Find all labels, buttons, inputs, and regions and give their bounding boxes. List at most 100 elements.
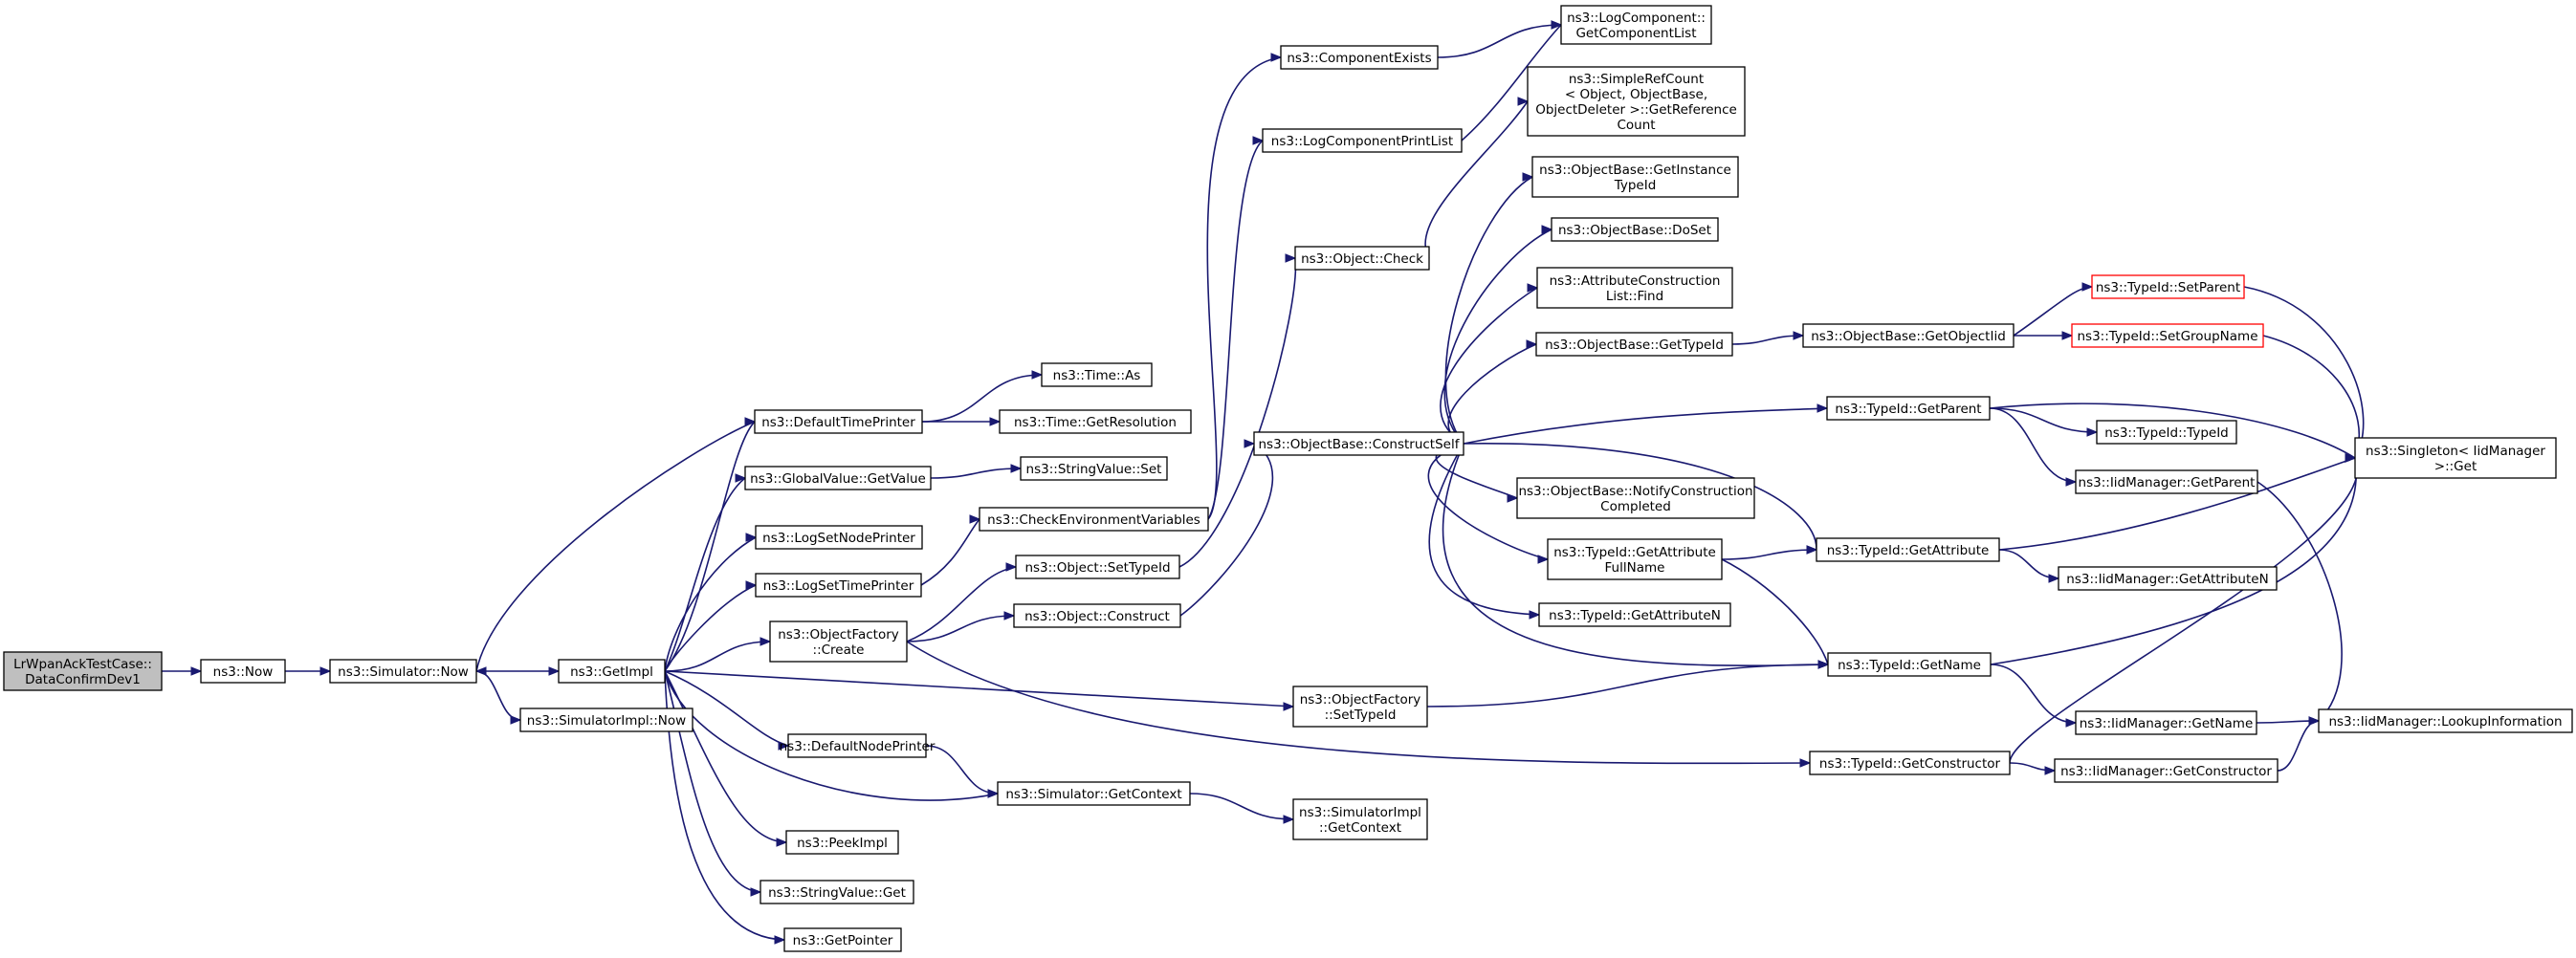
node-iidmanager-getconstructor[interactable]: ns3::IidManager::GetConstructor bbox=[2054, 758, 2279, 783]
node-box bbox=[1015, 555, 1180, 579]
edge-sim_now-to-simimpl_now bbox=[475, 670, 522, 725]
node-globalvalue-getvalue[interactable]: ns3::GlobalValue::GetValue bbox=[744, 466, 932, 490]
edge-typeid_getparent-to-typeid_typeid bbox=[1989, 407, 2099, 437]
edge-typeid_getparent-to-iidmanager_getparent bbox=[1989, 407, 2078, 487]
edge-typeid_getconstructor-to-iidmanager_getconstructor bbox=[2009, 762, 2057, 775]
node-log-set-time-printer[interactable]: ns3::LogSetTimePrinter bbox=[755, 573, 922, 598]
node-object-check[interactable]: ns3::Object::Check bbox=[1294, 246, 1430, 271]
node-label: ns3::Time::As bbox=[1053, 368, 1141, 383]
node-now[interactable]: ns3::Now bbox=[200, 659, 286, 684]
node-def-node-printer[interactable]: ns3::DefaultNodePrinter bbox=[780, 733, 936, 758]
node-label: ns3::ObjectBase::GetTypeId bbox=[1545, 337, 1724, 353]
node-label: ns3::TypeId::GetAttributeN bbox=[1549, 608, 1721, 623]
node-box bbox=[1013, 603, 1181, 628]
node-box bbox=[2096, 420, 2237, 445]
node-logcomp-getlist[interactable]: ns3::LogComponent::GetComponentList bbox=[1560, 5, 1712, 45]
node-log-set-node-printer[interactable]: ns3::LogSetNodePrinter bbox=[755, 525, 923, 550]
node-sim-getcontext[interactable]: ns3::Simulator::GetContext bbox=[997, 781, 1191, 806]
node-simplerefcount[interactable]: ns3::SimpleRefCount< Object, ObjectBase,… bbox=[1527, 66, 1746, 137]
node-simimpl-now[interactable]: ns3::SimulatorImpl::Now bbox=[519, 708, 694, 732]
edge-objectbase_getobjectiid-to-typeid_setparent bbox=[2013, 282, 2094, 337]
node-object-settypeid[interactable]: ns3::Object::SetTypeId bbox=[1015, 555, 1180, 579]
node-root[interactable]: LrWpanAckTestCase::DataConfirmDev1 bbox=[3, 651, 163, 691]
node-typeid-getattrn[interactable]: ns3::TypeId::GetAttributeN bbox=[1538, 602, 1731, 627]
node-box bbox=[2354, 437, 2557, 479]
node-label: ns3::Object::Construct bbox=[1024, 609, 1170, 624]
node-objectbase-doset[interactable]: ns3::ObjectBase::DoSet bbox=[1551, 217, 1719, 242]
node-objectfactory-create[interactable]: ns3::ObjectFactory::Create bbox=[769, 621, 908, 663]
edge-objectbase_getobjectiid-to-typeid_setgroupname bbox=[2013, 331, 2074, 340]
node-objectbase-notify[interactable]: ns3::ObjectBase::NotifyConstructionCompl… bbox=[1516, 477, 1755, 519]
node-label: ns3::ObjectBase::GetObjectIid bbox=[1811, 329, 2006, 344]
node-iidmanager-getname[interactable]: ns3::IidManager::GetName bbox=[2075, 710, 2257, 735]
node-getpointer[interactable]: ns3::GetPointer bbox=[783, 927, 902, 952]
node-box bbox=[1253, 431, 1464, 456]
node-iidmanager-getparent[interactable]: ns3::IidManager::GetParent bbox=[2075, 469, 2258, 494]
node-stringvalue-set[interactable]: ns3::StringValue::Set bbox=[1020, 456, 1168, 481]
node-time-getres[interactable]: ns3::Time::GetResolution bbox=[999, 409, 1192, 434]
node-component-exists[interactable]: ns3::ComponentExists bbox=[1280, 45, 1439, 70]
node-box bbox=[1560, 5, 1712, 45]
node-objectfactory-settypeid[interactable]: ns3::ObjectFactory::SetTypeId bbox=[1292, 686, 1428, 728]
node-typeid-getattribute[interactable]: ns3::TypeId::GetAttribute bbox=[1816, 537, 2000, 562]
node-typeid-setgroupname[interactable]: ns3::TypeId::SetGroupName bbox=[2071, 323, 2264, 348]
edge-typeid_getattribute-to-singleton_get bbox=[1998, 453, 2357, 551]
node-label: GetComponentList bbox=[1575, 26, 1696, 41]
edge-objectbase_constructself-to-objectbase_doset bbox=[1443, 225, 1553, 445]
node-label: ns3::ObjectFactory bbox=[778, 627, 899, 642]
node-box bbox=[744, 466, 932, 490]
node-label: ns3::SimpleRefCount bbox=[1569, 72, 1704, 87]
edge-def_time_printer-to-time_getres bbox=[922, 417, 1002, 426]
node-box bbox=[2075, 710, 2257, 735]
node-label: ns3::TypeId::GetConstructor bbox=[1819, 756, 2001, 772]
node-box bbox=[2058, 566, 2278, 591]
edge-objectfactory_create-to-object_construct bbox=[906, 611, 1016, 642]
edge-root-to-now bbox=[161, 666, 203, 676]
node-label: ns3::IidManager::GetConstructor bbox=[2060, 764, 2272, 779]
node-label: ns3::TypeId::GetName bbox=[1838, 658, 1981, 673]
node-label: ObjectDeleter >::GetReference bbox=[1535, 102, 1737, 118]
node-objectbase-gettypeid[interactable]: ns3::ObjectBase::GetTypeId bbox=[1535, 332, 1733, 357]
edge-typeid_getname-to-iidmanager_getname bbox=[1990, 664, 2078, 728]
edge-objectbase_gettypeid-to-objectbase_getobjectiid bbox=[1731, 331, 1805, 345]
node-def-time-printer[interactable]: ns3::DefaultTimePrinter bbox=[754, 409, 923, 434]
node-iidmanager-lookup[interactable]: ns3::IidManager::LookupInformation bbox=[2318, 708, 2573, 733]
node-singleton-get[interactable]: ns3::Singleton< IidManager >::Get bbox=[2354, 437, 2557, 479]
node-label: Completed bbox=[1600, 499, 1671, 514]
node-stringvalue-get[interactable]: ns3::StringValue::Get bbox=[760, 880, 914, 904]
node-sim-now[interactable]: ns3::Simulator::Now bbox=[329, 659, 477, 684]
node-getimpl[interactable]: ns3::GetImpl bbox=[558, 659, 666, 684]
node-box bbox=[760, 880, 914, 904]
node-box bbox=[754, 409, 923, 434]
node-label: ns3::Simulator::GetContext bbox=[1005, 787, 1181, 802]
node-iidmanager-getattrn[interactable]: ns3::IidManager::GetAttributeN bbox=[2058, 566, 2278, 591]
node-simimpl-getcontext[interactable]: ns3::SimulatorImpl::GetContext bbox=[1292, 798, 1428, 840]
node-objectbase-constructself[interactable]: ns3::ObjectBase::ConstructSelf bbox=[1253, 431, 1464, 456]
node-peekimpl[interactable]: ns3::PeekImpl bbox=[785, 830, 899, 855]
node-typeid-getconstructor[interactable]: ns3::TypeId::GetConstructor bbox=[1809, 751, 2011, 775]
node-label: ::GetContext bbox=[1319, 820, 1401, 836]
edge-globalvalue_getvalue-to-stringvalue_set bbox=[930, 464, 1023, 479]
node-time-as[interactable]: ns3::Time::As bbox=[1041, 362, 1153, 387]
node-check-env[interactable]: ns3::CheckEnvironmentVariables bbox=[979, 507, 1209, 532]
node-logcomp-printlist[interactable]: ns3::LogComponentPrintList bbox=[1262, 128, 1463, 153]
node-objectbase-getobjectiid[interactable]: ns3::ObjectBase::GetObjectIid bbox=[1802, 323, 2015, 348]
node-typeid-getparent[interactable]: ns3::TypeId::GetParent bbox=[1826, 396, 1991, 421]
node-typeid-typeid[interactable]: ns3::TypeId::TypeId bbox=[2096, 420, 2237, 445]
node-object-construct[interactable]: ns3::Object::Construct bbox=[1013, 603, 1181, 628]
node-box bbox=[1262, 128, 1463, 153]
edge-def_time_printer-to-time_as bbox=[921, 370, 1044, 423]
node-label: ::Create bbox=[813, 642, 865, 658]
node-box bbox=[3, 651, 163, 691]
edge-typeid_getattrfull-to-typeid_getname bbox=[1721, 558, 1830, 669]
edge-objectfactory_settypeid-to-typeid_getname bbox=[1426, 660, 1830, 708]
node-label: ns3::GlobalValue::GetValue bbox=[750, 471, 926, 487]
edge-layer bbox=[161, 20, 2365, 945]
node-typeid-setparent[interactable]: ns3::TypeId::SetParent bbox=[2091, 274, 2245, 299]
node-typeid-getname[interactable]: ns3::TypeId::GetName bbox=[1827, 652, 1992, 677]
node-label: ns3::LogComponentPrintList bbox=[1271, 134, 1453, 149]
edge-typeid_getattribute-to-iidmanager_getattrn bbox=[1998, 549, 2060, 583]
